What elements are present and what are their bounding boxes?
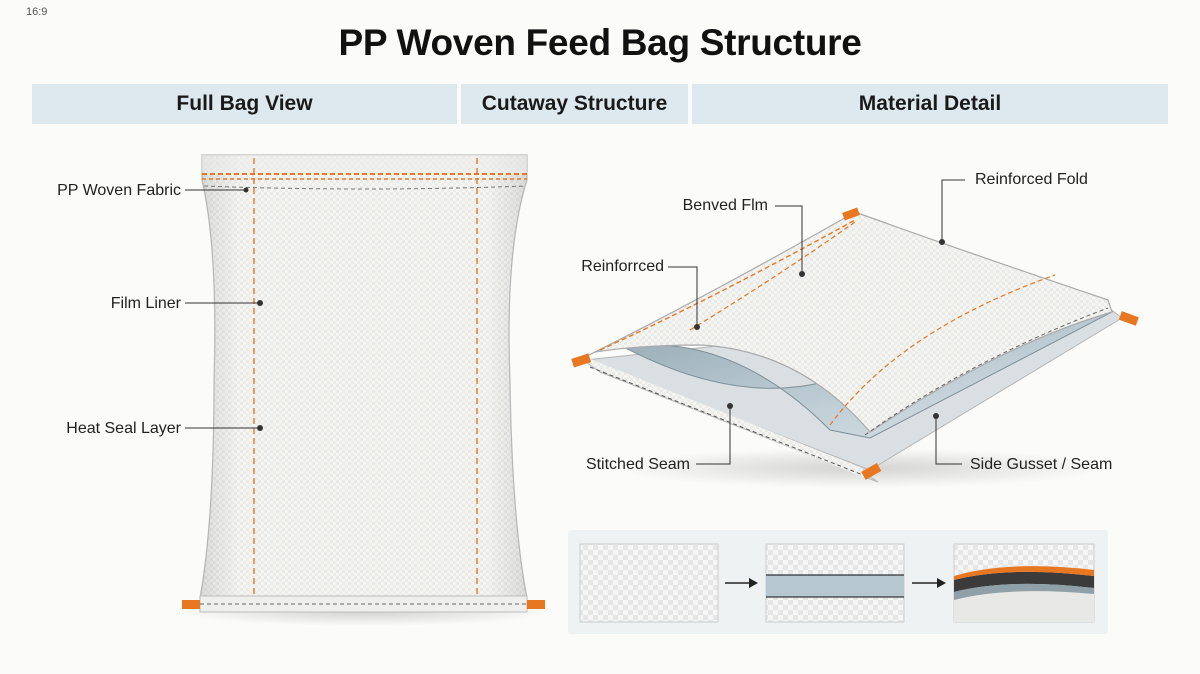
- tab-cutaway-structure[interactable]: Cutaway Structure: [461, 84, 688, 124]
- woven-texture-swatch: [579, 543, 719, 623]
- film-liner-swatch: [765, 543, 905, 623]
- callout-reinforrced: Reinforrced: [581, 258, 664, 275]
- callout-side-gusset-seam: Side Gusset / Seam: [970, 456, 1113, 473]
- aspect-ratio-label: 16:9: [26, 6, 48, 18]
- tab-full-bag-view[interactable]: Full Bag View: [32, 84, 457, 124]
- callout-heat-seal-layer: Heat Seal Layer: [66, 420, 181, 437]
- callout-stitched-seam: Stitched Seam: [585, 456, 690, 473]
- page-title: PP Woven Feed Bag Structure: [338, 22, 862, 63]
- bottom-right-tab-marker: [527, 600, 545, 609]
- full-bag-illustration: [175, 154, 555, 626]
- callout-reinforced-fold: Reinforced Fold: [975, 171, 1088, 188]
- tab-material-detail[interactable]: Material Detail: [692, 84, 1168, 124]
- arrow-icon: [912, 578, 946, 588]
- laminated-layers-swatch: [953, 543, 1095, 623]
- callout-benved-flm: Benved Flm: [682, 197, 768, 214]
- arrow-icon: [725, 578, 758, 588]
- cutaway-right-tab-marker: [1118, 311, 1139, 326]
- cutaway-bottom-tab-marker: [861, 463, 882, 480]
- callout-pp-woven-fabric: PP Woven Fabric: [57, 182, 181, 199]
- cutaway-top-tab-marker: [842, 207, 860, 221]
- cutaway-left-tab-marker: [571, 353, 592, 368]
- material-detail-strip: [568, 530, 1108, 634]
- bottom-left-tab-marker: [182, 600, 200, 609]
- cutaway-bag-illustration: [571, 207, 1139, 488]
- callout-film-liner: Film Liner: [110, 295, 181, 312]
- section-tab-bar: Full Bag View Cutaway Structure Material…: [32, 84, 1168, 124]
- material-detail-sequence: [579, 543, 1095, 623]
